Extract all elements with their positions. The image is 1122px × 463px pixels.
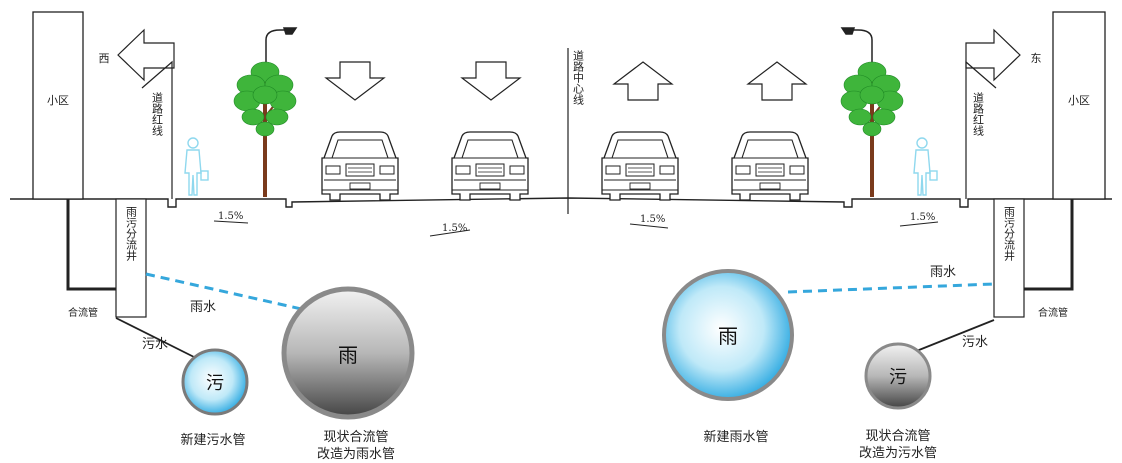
pipe-new-rain-right: 雨	[662, 269, 794, 401]
svg-text:1.5%: 1.5%	[910, 212, 935, 223]
svg-text:1.5%: 1.5%	[442, 223, 467, 234]
combined-pipe-right	[1024, 199, 1074, 291]
ground-line	[10, 197, 1112, 208]
community-building-right	[1052, 11, 1106, 200]
arrow-right-icon	[965, 28, 1021, 82]
direction-east-label: 东	[1031, 52, 1042, 65]
sewage-label-right: 污水	[962, 335, 988, 350]
combined-pipe-label-left: 合流管	[68, 306, 98, 319]
rain-connection-left	[145, 272, 307, 312]
svg-text:污: 污	[889, 367, 907, 388]
red-line-marker-left	[141, 60, 173, 199]
caption-existing-right-1: 现状合流管	[865, 429, 930, 444]
sewage-connection-left	[115, 317, 197, 359]
caption-existing-left-1: 现状合流管	[323, 430, 388, 445]
rain-label-right: 雨水	[930, 265, 956, 280]
svg-text:雨: 雨	[718, 324, 738, 348]
arrow-up-icon	[612, 61, 674, 101]
pedestrian-icon	[913, 137, 938, 196]
arrow-up-icon	[746, 61, 808, 101]
caption-new-sewage-left: 新建污水管	[180, 432, 245, 448]
pedestrian-icon	[184, 137, 209, 196]
pipe-existing-left: 雨	[281, 286, 415, 420]
red-line-label-left: 道路红线	[151, 91, 164, 136]
tree-icon	[232, 60, 298, 199]
arrow-left-icon	[117, 28, 175, 82]
slope-marker: 1.5%	[429, 223, 471, 237]
caption-existing-right-2: 改造为污水管	[859, 446, 937, 461]
slope-marker: 1.5%	[899, 212, 939, 227]
sewage-connection-right	[913, 319, 995, 353]
car-icon	[321, 131, 399, 201]
separation-well-right	[993, 198, 1025, 318]
car-icon	[731, 131, 809, 201]
sewage-label-left: 污水	[142, 337, 168, 352]
svg-text:1.5%: 1.5%	[640, 214, 665, 225]
tree-icon	[839, 60, 905, 199]
separation-well-left	[115, 198, 147, 318]
rain-label-left: 雨水	[190, 300, 216, 315]
caption-new-rain-right: 新建雨水管	[703, 429, 768, 445]
red-line-marker-right	[965, 60, 997, 199]
arrow-down-icon	[324, 61, 386, 101]
svg-text:1.5%: 1.5%	[218, 211, 243, 222]
svg-text:雨: 雨	[338, 343, 358, 367]
red-line-label-right: 道路红线	[972, 91, 985, 136]
street-lamp-icon	[265, 27, 298, 195]
pipe-existing-right: 污	[864, 342, 932, 410]
community-label-left: 小区	[47, 94, 69, 107]
centerline-label: 道路中心线	[572, 49, 585, 105]
combined-pipe-left	[66, 199, 116, 291]
street-lamp-icon	[840, 27, 873, 195]
caption-existing-left-2: 改造为雨水管	[317, 447, 395, 462]
pipe-new-sewage-left: 污	[181, 348, 249, 416]
arrow-down-icon	[460, 61, 522, 101]
well-label-left: 雨污分流井	[125, 206, 138, 262]
svg-text:污: 污	[206, 373, 224, 394]
rain-connection-right	[787, 282, 995, 294]
slope-marker: 1.5%	[629, 214, 669, 229]
combined-pipe-label-right: 合流管	[1038, 306, 1068, 319]
direction-west-label: 西	[99, 52, 110, 65]
car-icon	[601, 131, 679, 201]
well-label-right: 雨污分流井	[1003, 206, 1016, 262]
community-label-right: 小区	[1068, 94, 1090, 107]
slope-marker: 1.5%	[213, 211, 249, 224]
car-icon	[451, 131, 529, 201]
community-building-left	[32, 11, 84, 200]
